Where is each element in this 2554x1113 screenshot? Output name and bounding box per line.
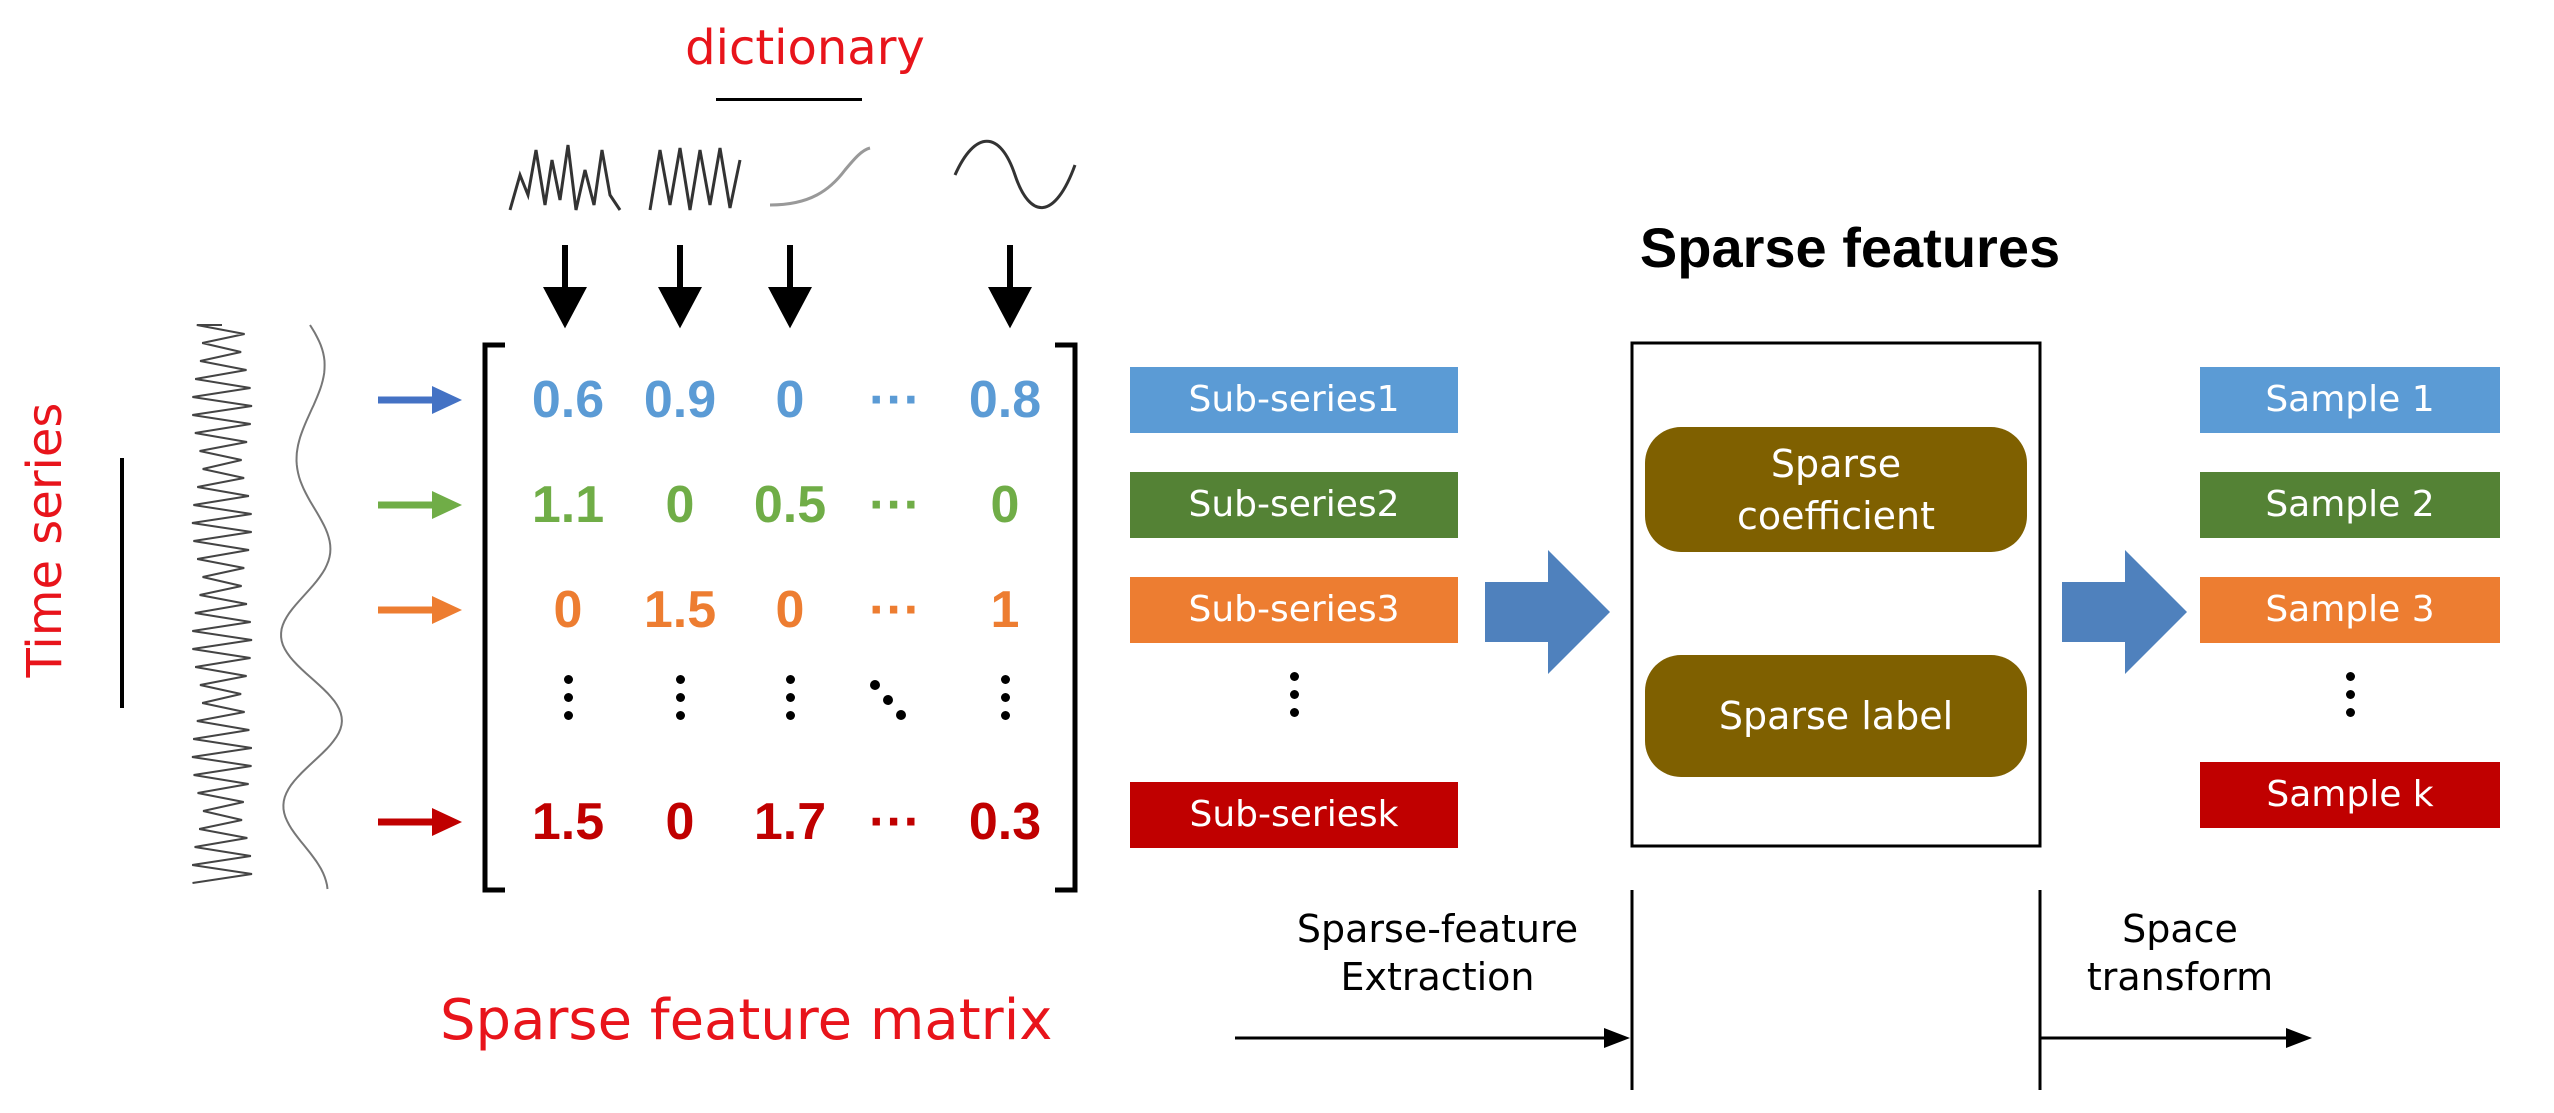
sample-box: Sample 3	[2200, 577, 2500, 643]
matrix-cell: 0	[665, 793, 695, 851]
matrix-cell: 0.9	[643, 371, 717, 429]
matrix-vertical-dots	[999, 675, 1011, 729]
right-arrow-icon	[378, 808, 462, 836]
subseries-box: Sub-series2	[1130, 472, 1458, 538]
down-arrow-icon	[543, 245, 587, 329]
subseries-box: Sub-series3	[1130, 577, 1458, 643]
matrix-title: Sparse feature matrix	[440, 988, 1053, 1053]
matrix-cell: 0	[665, 476, 695, 534]
sample-box: Sample 2	[2200, 472, 2500, 538]
extraction-arrow	[1235, 1028, 1630, 1048]
matrix-left-bracket	[482, 342, 505, 893]
waveform-atom-icon	[648, 147, 742, 211]
matrix-vertical-dots	[562, 675, 574, 729]
time-series-waveform	[280, 324, 343, 890]
down-arrow-icon	[988, 245, 1032, 329]
sparse-features-box	[1630, 341, 2042, 848]
matrix-cell: ···	[869, 793, 921, 851]
matrix-cell: ···	[869, 581, 921, 639]
matrix-cell: ···	[869, 371, 921, 429]
down-arrow-icon	[658, 245, 702, 329]
matrix-cell: 0.3	[968, 793, 1042, 851]
matrix-cell: 0.6	[531, 371, 605, 429]
extraction-label-line1: Sparse-feature	[1296, 907, 1579, 951]
matrix-cell: 1.5	[531, 793, 605, 851]
matrix-cell: 1.5	[643, 581, 717, 639]
right-arrow-icon	[378, 491, 462, 519]
waveform-atom-icon	[953, 139, 1077, 209]
matrix-cell: 0	[775, 581, 805, 639]
sample-vertical-dots	[2344, 672, 2356, 726]
subseries-box: Sub-seriesk	[1130, 782, 1458, 848]
subseries-box: Sub-series1	[1130, 367, 1458, 433]
matrix-right-bracket	[1055, 342, 1078, 893]
matrix-cell: 1.1	[531, 476, 605, 534]
matrix-cell: ···	[869, 476, 921, 534]
transform-label-line2: transform	[2086, 955, 2274, 999]
right-arrow-icon	[378, 386, 462, 414]
waveform-atom-icon	[769, 146, 871, 207]
matrix-cell: 0	[553, 581, 583, 639]
block-arrow-icon	[1485, 550, 1610, 674]
matrix-vertical-dots	[674, 675, 686, 729]
sparse-features-title: Sparse features	[1639, 216, 2061, 279]
time-series-waveform	[191, 324, 253, 884]
down-arrow-icon	[768, 245, 812, 329]
matrix-cell: 0.8	[968, 371, 1042, 429]
sparse-label-pill: Sparse label	[1645, 655, 2027, 777]
sparse-label-text: Sparse label	[1718, 694, 1954, 738]
transform-arrow	[2040, 1028, 2312, 1048]
matrix-cell: 0	[775, 371, 805, 429]
right-arrow-icon	[378, 596, 462, 624]
block-arrow-icon	[2062, 550, 2187, 674]
matrix-cell: 1	[990, 581, 1020, 639]
dictionary-underline	[716, 98, 862, 101]
sample-box: Sample 1	[2200, 367, 2500, 433]
extraction-label-line2: Extraction	[1340, 955, 1535, 999]
extraction-label: Sparse-feature Extraction	[1245, 905, 1630, 1001]
transform-label-line1: Space	[2122, 907, 2238, 951]
matrix-cell: 1.7	[753, 793, 827, 851]
matrix-cell: 0	[990, 476, 1020, 534]
time-series-bar	[120, 458, 124, 708]
sparse-coefficient-pill: Sparse coefficient	[1645, 427, 2027, 552]
sample-box: Sample k	[2200, 762, 2500, 828]
matrix-cell: 0.5	[753, 476, 827, 534]
dictionary-label: dictionary	[685, 20, 925, 76]
matrix-vertical-dots	[784, 675, 796, 729]
sparse-coefficient-text: Sparse coefficient	[1736, 441, 1936, 538]
matrix-diagonal-dots	[870, 680, 906, 720]
transform-label: Space transform	[2050, 905, 2310, 1001]
subseries-vertical-dots	[1288, 672, 1300, 726]
waveform-atom-icon	[508, 144, 622, 211]
